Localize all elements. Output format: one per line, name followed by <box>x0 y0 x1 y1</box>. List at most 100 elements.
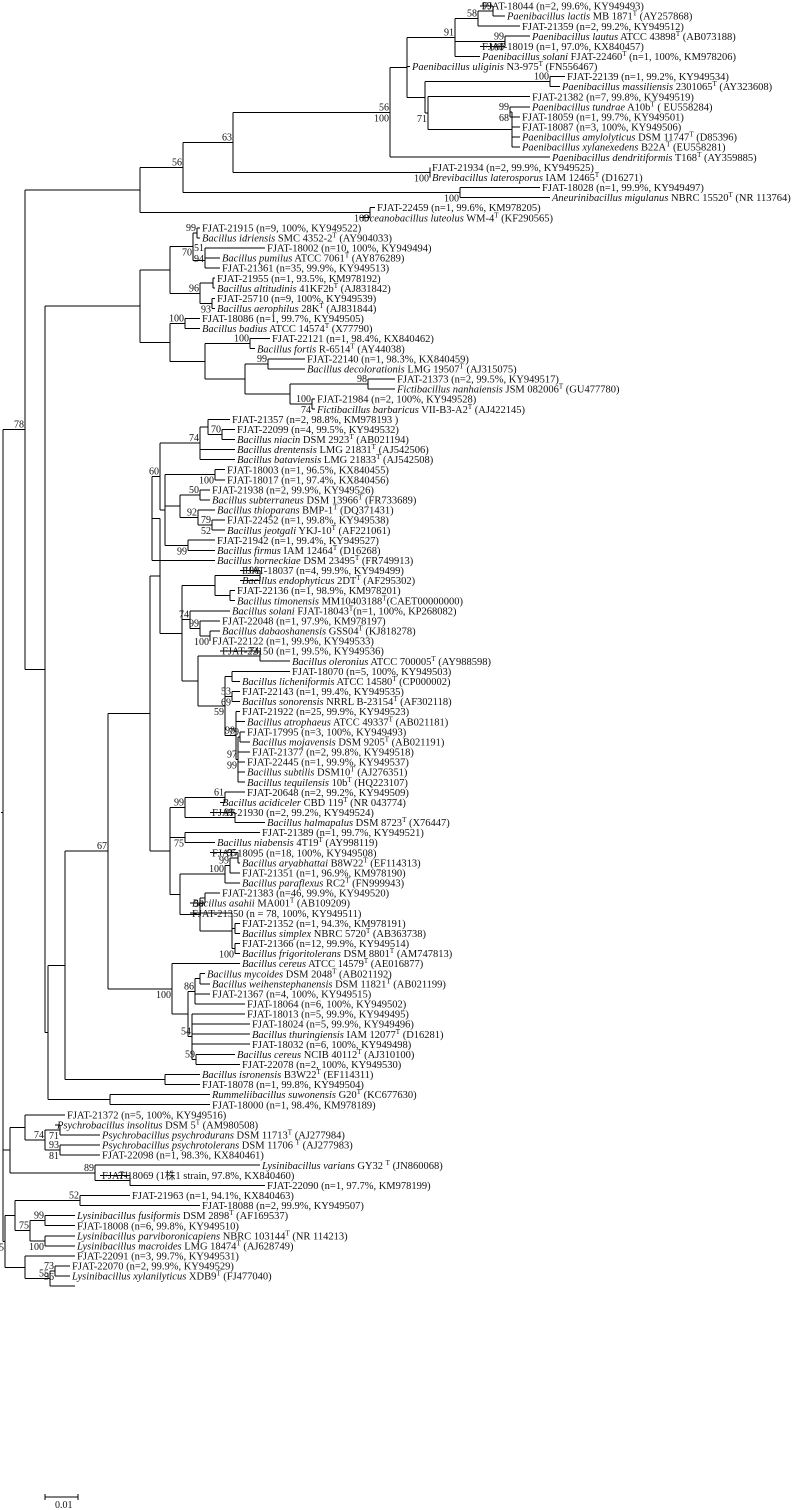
bootstrap-value: 96 <box>189 283 199 294</box>
leaf-label: Bacillus aerophilus 28KT (AJ831844) <box>217 302 377 315</box>
leaf-label: Fictibacillus nanhaiensis JSM 082006T (G… <box>396 383 620 396</box>
bootstrap-value: 79 <box>201 515 211 526</box>
bootstrap-value: 70 <box>182 248 192 259</box>
leaf-label: Bacillus firmus IAM 12464T (D16268) <box>217 544 381 557</box>
leaf-label: FJAT-22445 (n=1, 99.9%, KY949537) <box>247 758 409 769</box>
leaf-label: FJAT-21377 (n=2, 99.8%, KY949518) <box>252 748 414 759</box>
leaf-label: Bacillus solani FJAT-18043T(n=1, 100%, K… <box>232 604 457 617</box>
leaf-label: FJAT-17995 (n=3, 100%, KY949493) <box>247 727 407 738</box>
leaf-label: FJAT-21389 (n=1, 99.7%, KY949521) <box>262 828 424 839</box>
leaf-label: Bacillus paraflexus RC2T (FN999943) <box>242 877 405 890</box>
bootstrap-value: 89 <box>84 1163 94 1174</box>
bootstrap-value: 100 <box>209 864 224 875</box>
leaf-label: Bacillus cereus ATCC 14579T (AE016877) <box>242 957 424 970</box>
leaf-label: Rummeliibacillus suwonensis G20T (KC6776… <box>211 1088 417 1101</box>
leaf-label: FJAT-18032 (n=6, 100%, KY949498) <box>252 1040 412 1051</box>
bootstrap-value: 94 <box>194 254 204 265</box>
bootstrap-value: 100 <box>354 214 369 225</box>
leaf-label: FJAT-21915 (n=9, 100%, KY949522) <box>202 223 362 234</box>
leaf-label: FJAT-21938 (n=2, 99.9%, KY949526) <box>212 485 374 496</box>
bootstrap-value: 56 <box>172 157 182 168</box>
leaf-label: Oceanobacillus luteolus WM-4T (KF290565) <box>362 211 554 224</box>
bootstrap-value: 52 <box>201 526 211 537</box>
bootstrap-value: 99 <box>189 618 199 629</box>
bootstrap-value: 60 <box>149 467 159 478</box>
leaf-label: Bacillus cereus NCIB 40112T (AJ310100) <box>237 1048 415 1061</box>
bootstrap-value: 63 <box>222 132 232 143</box>
bootstrap-value: 100 <box>29 1242 44 1253</box>
leaf-label: Bacillus isronensis B3W22T (EF114311) <box>202 1068 374 1081</box>
leaf-label: FJAT-18024 (n=5, 99.9%, KY949496) <box>252 1020 414 1031</box>
leaf-label: FJAT-18000 (n=1, 98.4%, KM978189) <box>212 1100 376 1111</box>
leaf-label: Paenibacillus xylanexedens B22AT (EU5582… <box>521 141 726 154</box>
bootstrap-value: 74 <box>34 1130 44 1141</box>
bootstrap-value: 71 <box>49 1131 59 1142</box>
leaf-label: Bacillus licheniformis ATCC 14580T (CP00… <box>242 675 451 688</box>
leaf-label: FJAT-22136 (n=1, 98.9%, KM978201) <box>237 586 401 597</box>
leaf-label: FJAT-21984 (n=2, 100%, KY949528) <box>317 395 477 406</box>
leaf-label: Psychrobacillus psychrodurans DSM 11713T… <box>101 1129 345 1142</box>
leaf-label: FJAT-21359 (n=2, 99.2%, KY949512) <box>522 22 684 33</box>
leaf-label: FJAT-22091 (n=3, 99.7%, KY949531) <box>77 1252 239 1263</box>
leaf-label: FJAT-22070 (n=2, 99.9%, KY949529) <box>72 1262 234 1273</box>
bootstrap-value: 51 <box>194 243 204 254</box>
leaf-label: Bacillus asahii MA001T (AB109209) <box>192 897 351 910</box>
bootstrap-value: 99 <box>186 223 196 234</box>
leaf-label: Bacillus aryabhattai B8W22T (EF114313) <box>242 856 421 869</box>
scale-bar-label: 0.01 <box>55 1500 73 1510</box>
leaf-label: Bacillus tequilensis 10bT (HQ223107) <box>247 776 408 789</box>
leaf-label: Bacillus jeotgali YKJ-10T (AF221061) <box>227 524 391 537</box>
leaf-label: Bacillus simplex NBRC 5720T (AB363738) <box>242 927 426 940</box>
leaf-label: FJAT-18003 (n=1, 96.5%, KX840455) <box>227 465 389 476</box>
bootstrap-value: 99 <box>227 760 237 771</box>
leaf-label: FJAT-21942 (n=1, 99.4%, KY949527) <box>217 536 379 547</box>
bootstrap-value: 100 <box>199 476 214 487</box>
bootstrap-value: 97 <box>227 749 237 760</box>
leaf-label: FJAT-21955 (n=1, 93.5%, KM978192) <box>217 274 381 285</box>
leaf-label: Bacillus horneckiae DSM 23495T (FR749913… <box>217 554 414 567</box>
bootstrap-value: 100 <box>534 72 549 83</box>
leaf-label: Bacillus timonensis MM10403188T(CAET0000… <box>237 594 463 607</box>
bootstrap-value: 93 <box>49 1140 59 1151</box>
bootstrap-value: 75 <box>174 839 184 850</box>
leaf-label: FJAT-18087 (n=3, 100%, KY949506) <box>522 123 682 134</box>
bootstrap-value: 98 <box>225 726 235 737</box>
bootstrap-value: 71 <box>417 114 427 125</box>
leaf-label: FJAT-21963 (n=1, 94.1%, KX840463) <box>132 1191 294 1202</box>
bootstrap-value: 100 <box>219 949 234 960</box>
bootstrap-value: 79 <box>229 727 239 738</box>
leaf-label: FJAT-21934 (n=2, 99.9%, KY949525) <box>432 163 594 174</box>
leaf-label: FJAT-21383 (n=46, 99.9%, KY949520) <box>222 889 390 900</box>
bootstrap-value: 96 <box>44 1272 54 1283</box>
leaf-label: Bacillus subterraneus DSM 13966T (FR7336… <box>212 494 417 507</box>
bootstrap-value: 75 <box>19 1221 29 1232</box>
leaf-label: FJAT-18078 (n=1, 99.8%, KY949504) <box>202 1080 364 1091</box>
bootstrap-value: 68 <box>499 113 509 124</box>
leaf-label: Psychrobacillus psychrotolerans DSM 1170… <box>101 1139 353 1152</box>
leaf-label: FJAT-22078 (n=2, 100%, KY949530) <box>242 1060 402 1071</box>
leaf-label: Bacillus fortis R-6514T (AY44038) <box>257 342 405 355</box>
bootstrap-value: 99 <box>174 797 184 808</box>
leaf-label: Paenibacillus massiliensis 2301065T (AY3… <box>561 80 773 93</box>
leaf-label: FJAT-18013 (n=5, 99.9%, KY949495) <box>247 1010 409 1021</box>
bootstrap-value: 74 <box>179 610 189 621</box>
leaf-label: FJAT-21372 (n=5, 100%, KY949516) <box>67 1110 227 1121</box>
bootstrap-value: 95 <box>227 848 237 859</box>
leaf-label: Bacillus halmapalus DSM 8723T (X76447) <box>267 816 450 829</box>
leaf-label: Bacillus acidiceler CBD 119T (NR 043774) <box>222 796 406 809</box>
bootstrap-value: 100 <box>156 990 171 1001</box>
leaf-label: FJAT-18008 (n=6, 99.8%, KY949510) <box>77 1221 239 1232</box>
leaf-label: FJAT-21350 (n = 78, 100%, KY949511) <box>192 909 362 920</box>
leaf-label: Bacillus niabensis 4T19T (AY998119) <box>217 836 378 849</box>
bootstrap-value: 74 <box>301 405 311 416</box>
leaf-label: Bacillus decolorationis LMG 19507T (AJ31… <box>307 362 517 375</box>
bootstrap-value: 74 <box>249 646 259 657</box>
leaf-label: FJAT-18044 (n=2, 99.6%, KY949493) <box>482 2 644 13</box>
bootstrap-value: 95 <box>0 1242 4 1253</box>
leaf-label: Lysinibacillus fusiformis DSM 2898T (AF1… <box>76 1209 289 1222</box>
bootstrap-value: 100 <box>194 637 209 648</box>
leaf-label: Bacillus mycoides DSM 2048T (AB021192) <box>207 967 392 980</box>
bootstrap-value: 99 <box>499 102 509 113</box>
leaf-label: Lysinibacillus macroides LMG 18474T (AJ6… <box>76 1239 294 1252</box>
